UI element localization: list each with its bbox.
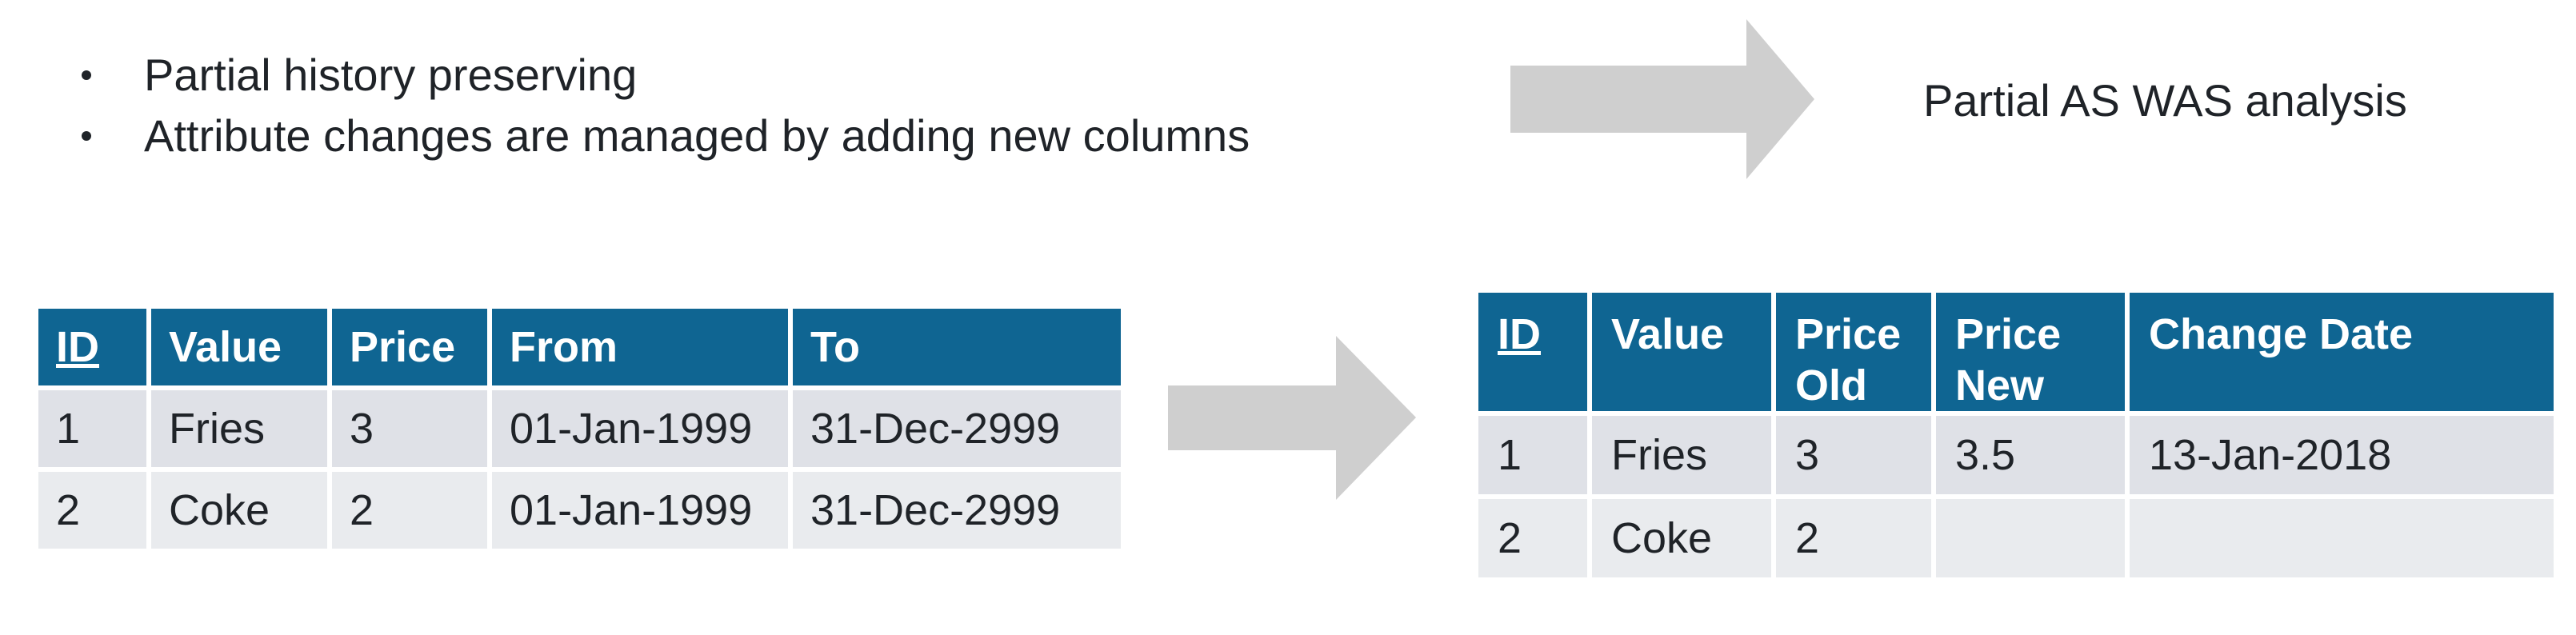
source-table: ID Value Price From To 1 Fries 3 01-Jan-… — [34, 304, 1126, 553]
right-arrow-icon — [1168, 336, 1416, 500]
cell-value: Coke — [151, 472, 327, 549]
table-row: 2 Coke 2 — [1478, 499, 2554, 577]
result-table: ID Value Price Old Price New Change Date… — [1474, 288, 2558, 582]
column-header-price-new: Price New — [1936, 293, 2125, 411]
cell-to: 31-Dec-2999 — [793, 390, 1121, 467]
cell-id: 2 — [38, 472, 146, 549]
header-row: ID Value Price From To — [38, 309, 1121, 385]
column-header-to: To — [793, 309, 1121, 385]
cell-price-new — [1936, 499, 2125, 577]
cell-id: 1 — [1478, 416, 1587, 494]
column-header-id: ID — [38, 309, 146, 385]
cell-value: Fries — [151, 390, 327, 467]
header-line: ID — [1498, 310, 1541, 358]
column-header-value: Value — [151, 309, 327, 385]
cell-from: 01-Jan-1999 — [492, 472, 788, 549]
bullet-dot — [82, 131, 91, 141]
table-row: 1 Fries 3 01-Jan-1999 31-Dec-2999 — [38, 390, 1121, 467]
column-header-price-old: Price Old — [1776, 293, 1931, 411]
right-arrow-icon — [1510, 19, 1814, 179]
column-header-price: Price — [332, 309, 487, 385]
header-line: Value — [1611, 310, 1725, 358]
header-line: New — [1955, 361, 2045, 409]
cell-change-date — [2130, 499, 2554, 577]
column-header-value: Value — [1592, 293, 1771, 411]
bullet-item: Partial history preserving — [70, 45, 1250, 106]
cell-id: 1 — [38, 390, 146, 467]
cell-price: 2 — [332, 472, 487, 549]
cell-value: Fries — [1592, 416, 1771, 494]
cell-id: 2 — [1478, 499, 1587, 577]
header-row: ID Value Price Old Price New Change Date — [1478, 293, 2554, 411]
bullet-text: Partial history preserving — [144, 50, 638, 100]
bullet-dot — [82, 70, 91, 80]
header-line: Price — [1955, 310, 2062, 358]
column-header-change-date: Change Date — [2130, 293, 2554, 411]
bullet-list: Partial history preserving Attribute cha… — [70, 45, 1250, 166]
arrow-shape — [1168, 336, 1416, 500]
header-line: Price — [1795, 310, 1902, 358]
cell-from: 01-Jan-1999 — [492, 390, 788, 467]
table-row: 2 Coke 2 01-Jan-1999 31-Dec-2999 — [38, 472, 1121, 549]
header-line: Change Date — [2149, 310, 2414, 358]
cell-price-new: 3.5 — [1936, 416, 2125, 494]
bullet-text: Attribute changes are managed by adding … — [144, 110, 1250, 161]
bullet-item: Attribute changes are managed by adding … — [70, 106, 1250, 166]
column-header-from: From — [492, 309, 788, 385]
table-row: 1 Fries 3 3.5 13-Jan-2018 — [1478, 416, 2554, 494]
cell-change-date: 13-Jan-2018 — [2130, 416, 2554, 494]
cell-price: 3 — [332, 390, 487, 467]
column-header-id: ID — [1478, 293, 1587, 411]
cell-value: Coke — [1592, 499, 1771, 577]
cell-to: 31-Dec-2999 — [793, 472, 1121, 549]
cell-price-old: 2 — [1776, 499, 1931, 577]
result-label: Partial AS WAS analysis — [1923, 75, 2407, 126]
header-line: Old — [1795, 361, 1867, 409]
cell-price-old: 3 — [1776, 416, 1931, 494]
arrow-shape — [1510, 19, 1814, 179]
